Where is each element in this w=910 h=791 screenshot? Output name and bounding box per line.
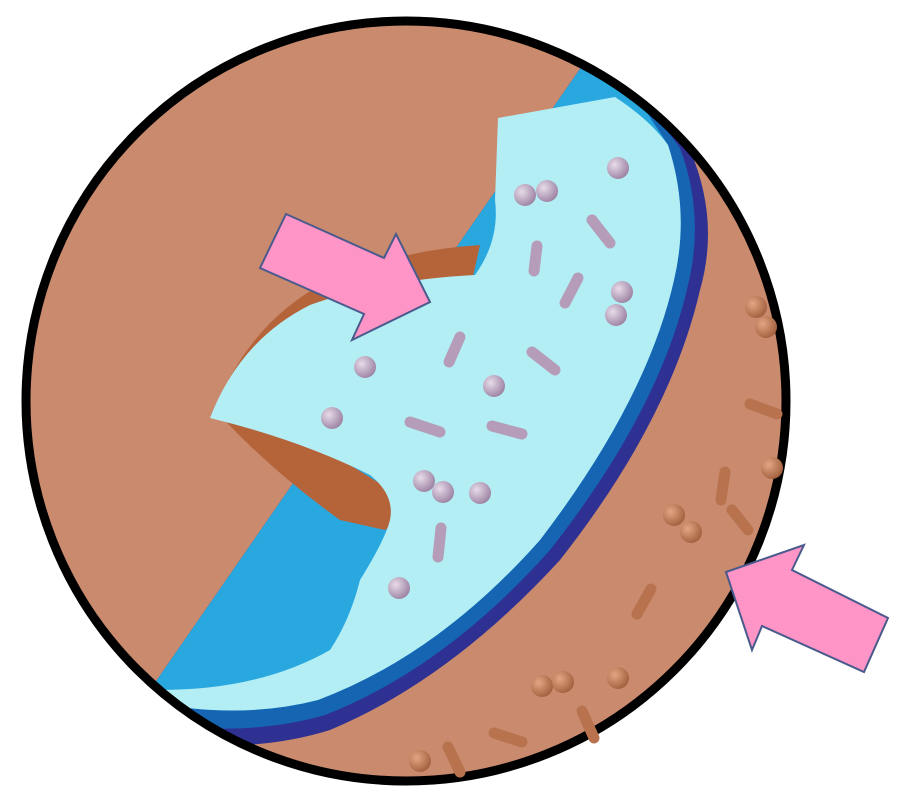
inner-rod	[534, 246, 537, 271]
outer-rod	[721, 472, 725, 500]
inner-coccus	[536, 180, 558, 202]
outer-coccus	[663, 504, 685, 526]
inner-coccus	[607, 157, 629, 179]
inner-coccus	[605, 304, 627, 326]
outer-coccus	[761, 457, 783, 479]
outer-coccus	[745, 296, 767, 318]
inner-coccus	[432, 481, 454, 503]
inner-coccus	[483, 375, 505, 397]
inner-coccus	[354, 356, 376, 378]
inner-coccus	[611, 281, 633, 303]
inner-coccus	[413, 470, 435, 492]
outer-coccus	[531, 675, 553, 697]
inner-coccus	[388, 577, 410, 599]
inner-coccus	[514, 184, 536, 206]
outer-coccus	[552, 671, 574, 693]
pointer-arrow-outer-icon	[726, 545, 888, 672]
outer-coccus	[607, 667, 629, 689]
inner-rod	[492, 426, 522, 434]
outer-coccus	[409, 750, 431, 772]
inner-coccus	[469, 482, 491, 504]
outer-coccus	[680, 521, 702, 543]
outer-coccus	[755, 316, 777, 338]
inner-coccus	[321, 407, 343, 429]
inner-rod	[438, 528, 441, 557]
